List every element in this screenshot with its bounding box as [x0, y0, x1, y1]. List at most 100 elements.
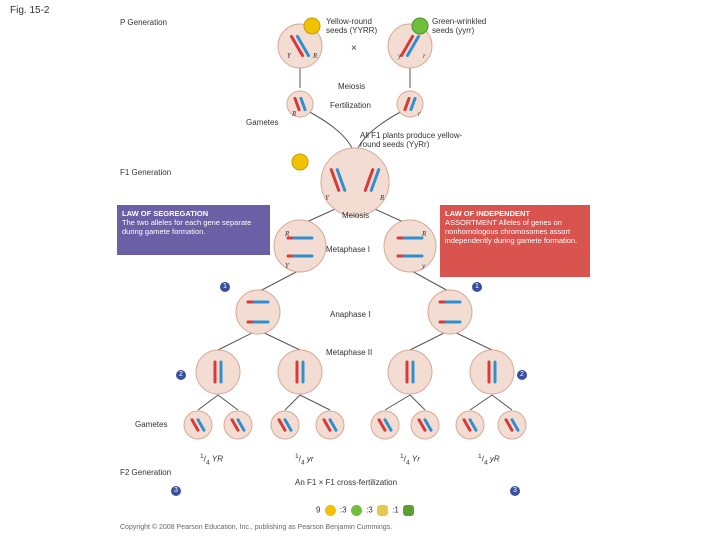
- green-wrinkled-label: Green-wrinkled seeds (yyrr): [432, 17, 487, 35]
- gamete-fraction-yr-lower: 1/4 yr: [295, 453, 314, 467]
- green-wrinkled-seed-icon: [411, 17, 429, 35]
- red-chromosome-10: [363, 168, 375, 192]
- step-badge-3-left: 3: [171, 486, 181, 496]
- cell-gamete-yr: [396, 90, 424, 118]
- allele-r-gamete: r: [418, 110, 421, 118]
- allele-R-meta1b: R: [421, 230, 427, 238]
- gamete-fraction-yR: 1/4 yR: [478, 453, 500, 467]
- allele-R-gamete: R: [291, 110, 297, 118]
- arrow-g3b: [409, 394, 426, 411]
- f1-generation-label: F1 Generation: [120, 168, 172, 177]
- ratio-9: 9: [316, 505, 321, 515]
- blue-chromosome-43: [328, 418, 338, 432]
- blue-chromosome-47: [423, 418, 433, 432]
- ratio-1: :1: [392, 505, 399, 515]
- red-chromosome-40: [277, 418, 287, 432]
- step-badge-2-left: 2: [176, 370, 186, 380]
- phenotype-ratio: 9 :3 :3 :1: [316, 505, 416, 516]
- cell-gamete-c1: [370, 410, 400, 440]
- cell-f1: [320, 147, 390, 217]
- cell-anaphase-left: [235, 289, 281, 335]
- blue-chromosome-39: [236, 418, 246, 432]
- blue-chromosome-49: [468, 418, 478, 432]
- step-badge-1-right: 1: [472, 282, 482, 292]
- cell-metaphase2-c: [387, 349, 433, 395]
- arrow-g2b: [299, 394, 331, 411]
- step-badge-3-right: 3: [510, 486, 520, 496]
- green-wrinkled-pea-icon: [403, 505, 415, 516]
- blue-chromosome-3: [406, 34, 420, 58]
- red-chromosome-0: [290, 34, 304, 58]
- blue-chromosome-41: [283, 418, 293, 432]
- step-badge-1-left: 1: [220, 282, 230, 292]
- arrow-g1b: [217, 394, 239, 411]
- cell-gamete-b1: [270, 410, 300, 440]
- f1-yellow-seed-icon: [291, 153, 309, 171]
- gamete-fraction-Yr: 1/4 Yr: [400, 453, 420, 467]
- step-badge-2-right: 2: [517, 370, 527, 380]
- metaphase-1-label: Metaphase I: [326, 245, 371, 254]
- red-chromosome-38: [230, 418, 240, 432]
- pea-layer: [291, 17, 429, 171]
- red-chromosome-50: [504, 418, 514, 432]
- ratio-3b: :3: [366, 505, 373, 515]
- gametes-label-bottom: Gametes: [135, 420, 168, 429]
- cell-metaphase2-a: [195, 349, 241, 395]
- blue-chromosome-1: [296, 34, 310, 58]
- red-chromosome-46: [417, 418, 427, 432]
- allele-Y-p1: Y: [287, 52, 292, 60]
- cell-gamete-d2: [497, 410, 527, 440]
- yellow-wrinkled-pea-icon: [376, 505, 388, 516]
- gamete-fraction-yr-upper: 1/4 YR: [200, 453, 223, 467]
- blue-chromosome-37: [196, 418, 206, 432]
- f1-note: All F1 plants produce yellow-round seeds…: [360, 131, 463, 149]
- law-of-independent-body: ASSORTMENT Alleles of genes on nonhomolo…: [445, 218, 578, 245]
- arrow-meta1-right: [409, 269, 451, 293]
- cross-symbol: ×: [351, 43, 357, 54]
- blue-chromosome-5: [299, 96, 307, 112]
- allele-R-meta1: R: [284, 230, 290, 238]
- cell-p-green-wrinkled: [387, 23, 433, 69]
- law-of-independent-assortment-box: LAW OF INDEPENDENT ASSORTMENT Alleles of…: [440, 205, 590, 277]
- allele-y-meta1b: y: [421, 262, 426, 270]
- red-chromosome-48: [462, 418, 472, 432]
- law-of-segregation-title: LAW OF SEGREGATION: [122, 209, 209, 218]
- arrow-g1a: [197, 394, 219, 411]
- green-round-pea-icon: [350, 505, 362, 516]
- red-chromosome-6: [403, 96, 411, 112]
- law-of-segregation-box: LAW OF SEGREGATION The two alleles for e…: [117, 205, 270, 255]
- red-chromosome-42: [322, 418, 332, 432]
- blue-chromosome-51: [510, 418, 520, 432]
- allele-R-p1: R: [312, 52, 318, 60]
- anaphase-1-label: Anaphase I: [330, 310, 371, 319]
- cell-gamete-YR: [286, 90, 314, 118]
- red-chromosome-36: [190, 418, 200, 432]
- cell-metaphase2-d: [469, 349, 515, 395]
- p-generation-label: P Generation: [120, 18, 167, 27]
- arrow-g4b: [491, 394, 513, 411]
- law-of-independent-title: LAW OF INDEPENDENT: [445, 209, 531, 218]
- cell-metaphase1-right: [383, 219, 437, 273]
- arrow-g3a: [384, 394, 411, 411]
- blue-chromosome-7: [409, 96, 417, 112]
- red-chromosome-8: [329, 168, 341, 192]
- allele-R-f1: R: [379, 194, 385, 202]
- f1-cross-label: An F1 × F1 cross-fertilization: [295, 478, 398, 487]
- allele-y-p2: y: [397, 52, 402, 60]
- yellow-round-pea-icon: [324, 505, 336, 516]
- cell-p-yellow-round: [277, 23, 323, 69]
- cell-gamete-c2: [410, 410, 440, 440]
- ratio-3a: :3: [339, 505, 347, 515]
- cell-metaphase2-b: [277, 349, 323, 395]
- law-of-segregation-body: The two alleles for each gene separate d…: [122, 218, 252, 236]
- arrow-g2a: [284, 394, 301, 411]
- red-chromosome-44: [377, 418, 387, 432]
- copyright-line: Copyright © 2008 Pearson Education, Inc.…: [120, 524, 393, 531]
- cell-anaphase-right: [427, 289, 473, 335]
- cell-gamete-a2: [223, 410, 253, 440]
- meiosis-label-mid: Meiosis: [342, 211, 370, 220]
- f2-generation-label: F2 Generation: [120, 468, 172, 477]
- yellow-round-label: Yellow-round seeds (YYRR): [326, 17, 378, 35]
- arrow-g4a: [469, 394, 493, 411]
- red-chromosome-2: [400, 34, 414, 58]
